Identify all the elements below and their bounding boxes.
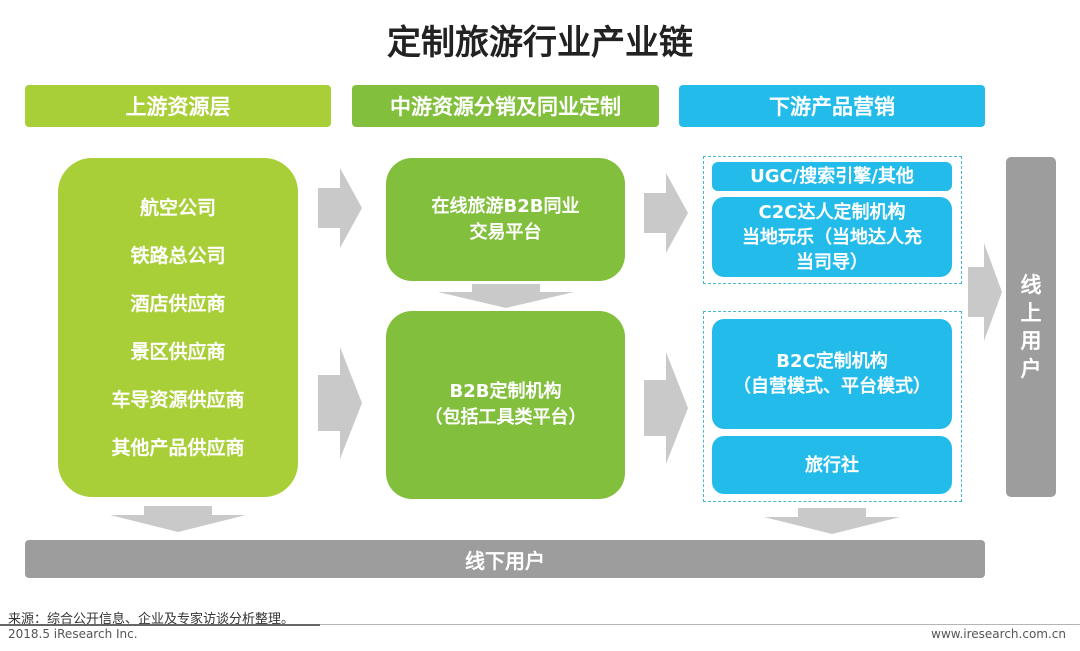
b2b-trade-line-2: 交易平台 [469, 221, 542, 243]
upstream-item-airline: 航空公司 [139, 196, 216, 219]
arrow-down-downstream [764, 508, 900, 534]
arrow-down-midstream [438, 284, 574, 308]
downstream-group-top [703, 156, 962, 284]
c2c-line-2: 当地玩乐（当地达人充 [742, 226, 922, 248]
page-title: 定制旅游行业产业链 [387, 22, 693, 63]
b2c-line-1: B2C定制机构 [776, 351, 888, 372]
arrow-right-downstream [968, 243, 1002, 341]
online-users-char: 上 [1020, 301, 1042, 325]
source-note: 来源：综合公开信息、企业及专家访谈分析整理。 [8, 612, 295, 627]
footer-divider [0, 624, 1080, 625]
c2c-agency-box: C2C达人定制机构 当地玩乐（当地达人充 当司导） [712, 197, 952, 277]
online-users-char: 户 [1020, 357, 1042, 381]
upstream-item-scenic: 景区供应商 [130, 340, 226, 363]
ugc-search-box: UGC/搜索引擎/其他 [712, 162, 952, 191]
arrow-right-upstream-top [318, 168, 362, 248]
upstream-resources-box: 航空公司 铁路总公司 酒店供应商 景区供应商 车导资源供应商 其他产品供应商 [58, 158, 298, 497]
b2b-custom-line-1: B2B定制机构 [449, 381, 562, 402]
header-midstream: 中游资源分销及同业定制 [352, 85, 659, 127]
b2c-line-2: （自营模式、平台模式） [733, 376, 931, 397]
b2b-custom-line-2: （包括工具类平台） [424, 407, 587, 428]
downstream-group-bottom [703, 311, 962, 502]
b2b-custom-agency-box: B2B定制机构 （包括工具类平台） [386, 311, 625, 499]
arrow-right-midstream-top [644, 173, 688, 253]
travel-agency-box: 旅行社 [712, 436, 952, 494]
upstream-item-driver-guide: 车导资源供应商 [111, 388, 245, 411]
b2c-agency-box: B2C定制机构 （自营模式、平台模式） [712, 319, 952, 429]
c2c-line-3: 当司导） [796, 251, 868, 273]
arrow-right-midstream-bottom [644, 352, 688, 464]
upstream-item-railway: 铁路总公司 [130, 244, 226, 267]
footer-date: 2018.5 iResearch Inc. [8, 627, 138, 641]
c2c-line-1: C2C达人定制机构 [758, 201, 906, 223]
offline-users-bar: 线下用户 [25, 540, 985, 578]
online-users-char: 用 [1020, 329, 1042, 353]
header-downstream: 下游产品营销 [679, 85, 985, 127]
b2b-trade-line-1: 在线旅游B2B同业 [431, 195, 580, 217]
online-users-char: 线 [1020, 273, 1042, 297]
upstream-item-other: 其他产品供应商 [111, 436, 245, 459]
header-upstream: 上游资源层 [25, 85, 331, 127]
arrow-right-upstream-bottom [318, 347, 362, 459]
b2b-trade-platform-box: 在线旅游B2B同业 交易平台 [386, 158, 625, 281]
arrow-down-upstream [110, 506, 246, 532]
upstream-item-hotel: 酒店供应商 [130, 292, 226, 315]
footer-website: www.iresearch.com.cn [931, 627, 1066, 641]
online-users-bar: 线 上 用 户 [1006, 157, 1056, 497]
footer-divider-accent [0, 624, 320, 626]
